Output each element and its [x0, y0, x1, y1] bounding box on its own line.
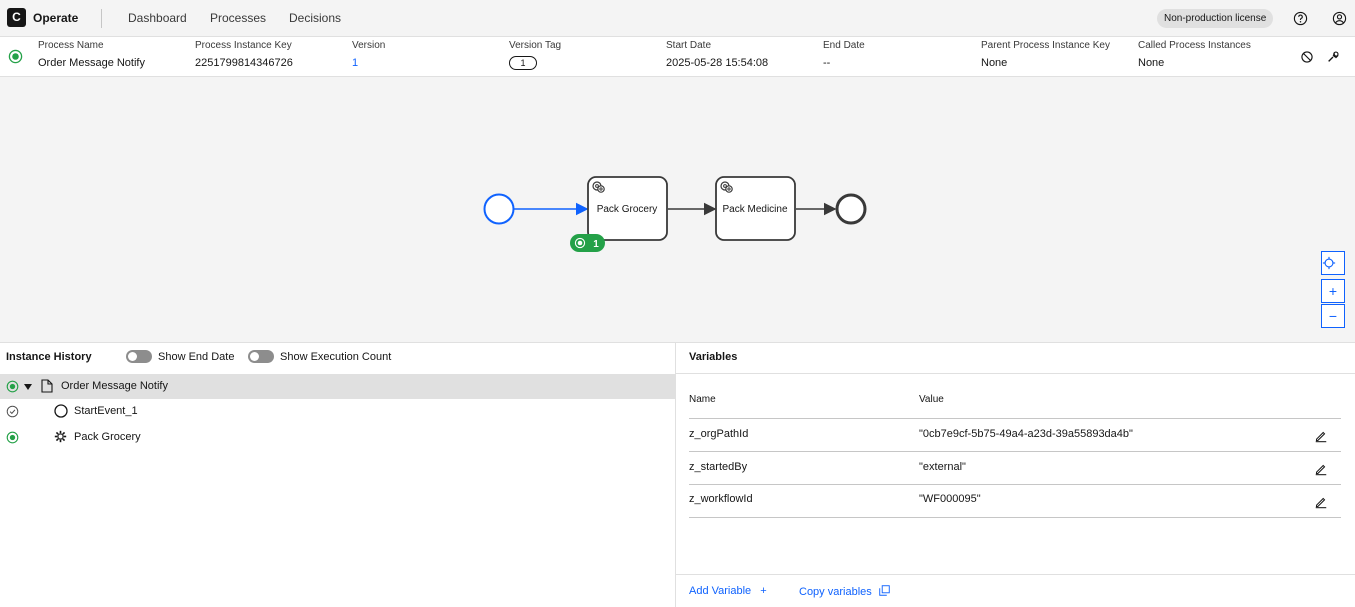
badge-count: 1 — [593, 239, 599, 250]
start-date-value: 2025-05-28 15:54:08 — [666, 57, 769, 69]
active-status-icon — [6, 431, 19, 444]
called-instances-value: None — [1138, 57, 1165, 69]
history-row-label: Order Message Notify — [61, 380, 168, 392]
completed-status-icon — [6, 405, 19, 418]
divider — [689, 451, 1341, 452]
start-event-icon — [54, 404, 68, 418]
task-label: Pack Grocery — [597, 204, 658, 215]
nav-processes[interactable]: Processes — [210, 11, 267, 25]
copy-variables-button[interactable]: Copy variables — [799, 585, 890, 598]
nav-dashboard[interactable]: Dashboard — [128, 11, 187, 25]
parent-key-value: None — [981, 57, 1008, 69]
help-icon[interactable] — [1293, 11, 1308, 26]
column-header-name: Name — [689, 394, 716, 405]
variable-value: "external" — [919, 461, 966, 473]
end-date-value: -- — [823, 57, 831, 69]
variable-name: z_orgPathId — [689, 428, 749, 440]
divider — [676, 574, 1355, 575]
version-link[interactable]: 1 — [352, 57, 359, 69]
version-tag-badge[interactable]: 1 — [509, 56, 537, 70]
modify-icon[interactable] — [1326, 50, 1340, 64]
active-status-icon — [8, 49, 23, 64]
divider — [689, 418, 1341, 419]
edit-icon[interactable] — [1314, 495, 1328, 509]
toggle-label: Show Execution Count — [280, 351, 392, 363]
user-icon[interactable] — [1332, 11, 1347, 26]
column-header-value: Value — [919, 394, 944, 405]
active-status-icon — [6, 380, 19, 393]
zoom-out-button[interactable]: − — [1321, 304, 1345, 328]
bpmn-diagram[interactable]: Pack Grocery Pack Medicine 1 — [0, 77, 1355, 343]
history-row-root[interactable]: Order Message Notify — [0, 374, 676, 399]
active-token-badge[interactable]: 1 — [570, 234, 605, 252]
reset-zoom-button[interactable] — [1321, 251, 1345, 275]
task-label: Pack Medicine — [722, 204, 787, 215]
label: Process Instance Key — [195, 40, 292, 51]
variable-name: z_workflowId — [689, 493, 753, 505]
add-variable-label: Add Variable — [689, 585, 752, 597]
variables-title: Variables — [689, 351, 738, 363]
edit-icon[interactable] — [1314, 429, 1328, 443]
gear-icon — [592, 181, 605, 193]
chevron-down-icon[interactable] — [24, 383, 32, 391]
edit-icon[interactable] — [1314, 462, 1328, 476]
divider — [676, 373, 1355, 374]
end-event[interactable] — [835, 193, 867, 225]
reset-icon — [1322, 256, 1336, 270]
variable-value: "WF000095" — [919, 493, 981, 505]
license-badge[interactable]: Non-production license — [1157, 9, 1274, 28]
show-execution-count-toggle[interactable] — [248, 350, 274, 363]
label: End Date — [823, 40, 865, 51]
plus-icon: + — [760, 585, 767, 597]
history-row-start-event[interactable]: StartEvent_1 — [0, 399, 676, 424]
label: Process Name — [38, 40, 104, 51]
start-event[interactable] — [483, 193, 515, 225]
task-pack-medicine[interactable] — [715, 176, 796, 241]
history-row-pack-grocery[interactable]: Pack Grocery — [0, 425, 676, 450]
instance-history-panel: Instance History Show End Date Show Exec… — [0, 343, 676, 607]
variable-value: "0cb7e9cf-5b75-49a4-a23d-39a55893da4b" — [919, 428, 1133, 440]
top-bar: C Operate Dashboard Processes Decisions … — [0, 0, 1355, 37]
camunda-logo[interactable]: C — [7, 8, 26, 27]
toggle-label: Show End Date — [158, 351, 235, 363]
add-variable-button[interactable]: Add Variable + — [689, 585, 767, 597]
instance-header: Process Name Order Message Notify Proces… — [0, 37, 1355, 77]
label: Version — [352, 40, 386, 51]
label: Version Tag — [509, 40, 562, 51]
copy-icon — [879, 585, 890, 596]
app-brand[interactable]: Operate — [33, 11, 79, 25]
label: Called Process Instances — [1138, 40, 1251, 51]
task-pack-grocery[interactable] — [587, 176, 668, 241]
service-task-icon — [54, 430, 67, 443]
show-end-date-toggle[interactable] — [126, 350, 152, 363]
divider — [689, 484, 1341, 485]
gear-icon — [720, 181, 733, 193]
history-title: Instance History — [6, 351, 92, 363]
divider — [689, 517, 1341, 518]
cancel-icon[interactable] — [1300, 50, 1314, 64]
history-row-label: Pack Grocery — [74, 431, 141, 443]
divider — [101, 9, 102, 28]
document-icon — [41, 379, 53, 393]
history-row-label: StartEvent_1 — [74, 405, 138, 417]
variable-name: z_startedBy — [689, 461, 748, 473]
label: Parent Process Instance Key — [981, 40, 1110, 51]
copy-variables-label: Copy variables — [799, 586, 872, 598]
instance-key-value: 2251799814346726 — [195, 57, 293, 69]
process-name-value: Order Message Notify — [38, 57, 145, 69]
nav-decisions[interactable]: Decisions — [289, 11, 342, 25]
variables-panel: Variables Name Value z_orgPathId "0cb7e9… — [676, 343, 1355, 607]
zoom-in-button[interactable]: + — [1321, 279, 1345, 303]
label: Start Date — [666, 40, 712, 51]
